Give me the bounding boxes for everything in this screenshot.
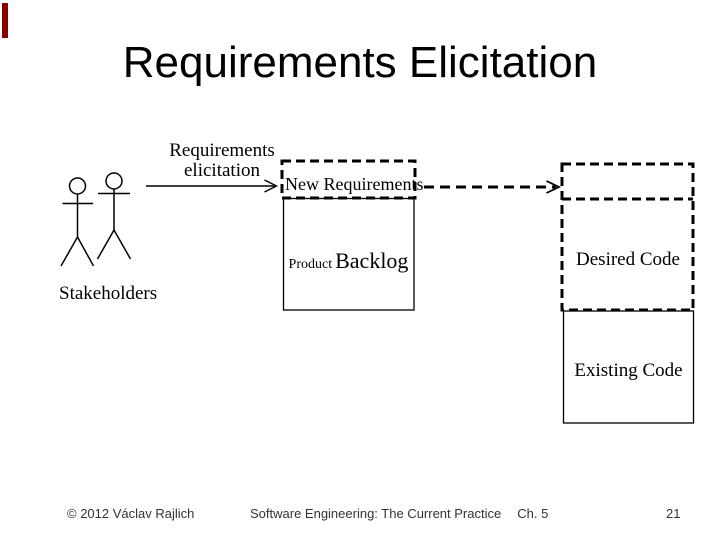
product-backlog-prefix: Product — [288, 257, 333, 272]
product-backlog-box — [282, 197, 415, 311]
accent-bar — [2, 3, 8, 38]
product-backlog-main: Backlog — [335, 248, 409, 273]
elicitation-arrow-label-line2: elicitation — [184, 160, 260, 181]
stakeholders-label: Stakeholders — [59, 283, 158, 304]
footer-page-number: 21 — [666, 506, 681, 521]
footer-copyright: © 2012 Václav Rajlich — [67, 506, 195, 521]
elicitation-arrow-label: Requirements elicitation — [146, 141, 298, 181]
existing-code-box — [562, 310, 695, 424]
desired-code-label: Desired Code — [576, 249, 680, 270]
flow-arrow-new-requirements-to-desired-code — [424, 180, 562, 194]
person-head-icon — [105, 172, 123, 190]
person-head-icon — [68, 177, 87, 195]
footer-course-info: Software Engineering: The Current Practi… — [250, 506, 548, 521]
elicitation-arrow — [146, 179, 279, 193]
desired-code-box — [560, 162, 695, 312]
elicitation-arrow-label-line1: Requirements — [169, 140, 275, 161]
slide-title: Requirements Elicitation — [122, 38, 598, 87]
footer-chapter: Ch. 5 — [517, 506, 549, 521]
new-requirements-label: New Requirements — [285, 174, 424, 194]
existing-code-label: Existing Code — [574, 360, 683, 381]
stakeholders-icon — [60, 172, 132, 267]
footer-course-title: Software Engineering: The Current Practi… — [250, 506, 502, 521]
